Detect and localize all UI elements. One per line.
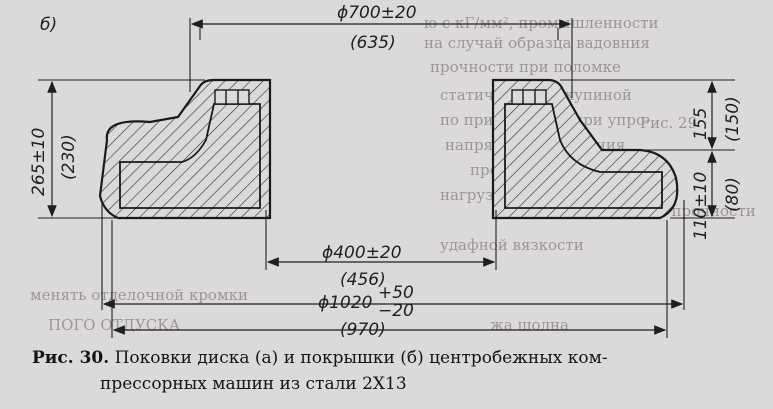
- dim-outer-dia-alt: (970): [340, 320, 386, 340]
- figure-caption: Рис. 30. Поковки диска (а) и покрышки (б…: [32, 345, 767, 397]
- dim-top-width-alt: (635): [350, 33, 396, 53]
- dim-right-bottom: 110±10: [691, 172, 711, 240]
- bg-line: удафной вязкости: [440, 236, 584, 254]
- dim-outer-dia: ϕ1020: [318, 293, 372, 313]
- dim-left-height-alt: (230): [59, 134, 79, 180]
- dim-inner-dia-alt: (456): [340, 270, 386, 290]
- dim-top-width: ϕ700±20: [337, 3, 417, 23]
- caption-line-2: прессорных машин из стали 2Х13: [100, 374, 407, 394]
- dim-right-top: 155: [691, 108, 711, 140]
- bg-line: жа шолна: [490, 316, 569, 334]
- caption-text-1: Поковки диска (а) и покрышки (б) центроб…: [114, 348, 608, 368]
- dimension-lines: [47, 19, 717, 335]
- caption-line-1: Рис. 30. Поковки диска (а) и покрышки (б…: [32, 345, 767, 371]
- bg-line: на случай образца вадовния: [424, 34, 650, 52]
- slot-marks: [214, 89, 547, 105]
- dim-inner-dia: ϕ400±20: [322, 243, 402, 263]
- bg-line: ю с кГ/мм², промышленности: [424, 14, 659, 32]
- dim-outer-tol-minus: −20: [378, 301, 414, 321]
- bg-line: ПОГО ОТДУСКА: [48, 316, 181, 334]
- dim-right-top-alt: (150): [723, 96, 743, 142]
- dim-left-height: 265±10: [29, 128, 49, 196]
- dim-outer-tol-plus: +50: [378, 283, 414, 303]
- subfigure-label: б): [40, 15, 57, 35]
- extension-lines: [38, 18, 735, 338]
- bg-line: прочности при поломке: [430, 58, 621, 76]
- left-section: [98, 78, 272, 220]
- bg-line: менять отделочной кромки: [30, 286, 248, 304]
- caption-label: Рис. 30.: [32, 348, 110, 368]
- dim-right-bottom-alt: (80): [723, 177, 743, 212]
- right-section: [491, 78, 679, 220]
- bg-line: Рис. 29: [640, 114, 697, 132]
